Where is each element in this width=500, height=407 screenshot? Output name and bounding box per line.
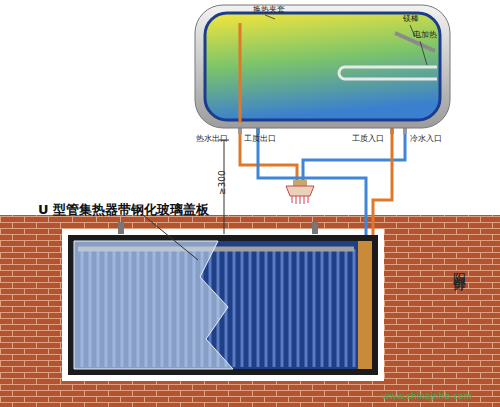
port-label: 工质出口 [244, 135, 276, 144]
port-label: 热水出口 [196, 135, 228, 144]
wall-opening [62, 229, 384, 381]
u-tube [249, 249, 252, 367]
u-tube [353, 249, 356, 367]
part-label: 电加热 [413, 31, 437, 40]
solar-collector-art [68, 235, 378, 375]
u-tube [321, 249, 324, 367]
hot-water-pipe [240, 134, 297, 182]
copper-manifold [358, 241, 372, 369]
u-tube [289, 249, 292, 367]
u-tube [265, 249, 268, 367]
u-tube [313, 249, 316, 367]
dimension-line [219, 140, 229, 234]
u-tube [241, 249, 244, 367]
part-label: 换热夹套 [253, 6, 285, 15]
callout-label: U 型管集热器带钢化玻璃盖板 [38, 203, 209, 217]
working-fluid-pipe [258, 128, 366, 235]
tank-shell [195, 5, 450, 128]
u-tube [257, 249, 260, 367]
cold-water-pipe [303, 134, 405, 182]
u-tube [281, 249, 284, 367]
watermark: www.chinajnhb.com [382, 392, 472, 402]
leader-line [143, 215, 198, 260]
u-tube [297, 249, 300, 367]
port-label: 冷水入口 [410, 135, 442, 144]
brick-wall [0, 215, 500, 407]
shower-head [286, 180, 314, 204]
area-label: 阳台部分 [452, 262, 466, 270]
working-fluid-pipe [373, 128, 392, 235]
port-label: 工质入口 [352, 135, 384, 144]
part-label: 镁棒 [403, 15, 419, 24]
storage-tank: 换热夹套镁棒电加热 [195, 5, 450, 128]
absorber-plate [74, 241, 358, 369]
leader-line [265, 15, 427, 65]
u-tube [305, 249, 308, 367]
u-tube [337, 249, 340, 367]
u-tube [233, 249, 236, 367]
hot-outlet-tube [239, 23, 242, 123]
tempered-glass [74, 241, 233, 369]
u-tube [273, 249, 276, 367]
storage-tank-art [195, 5, 450, 128]
u-tube [329, 249, 332, 367]
dimension-label: ≥300 [218, 170, 228, 195]
solar-collector: U 型管集热器带钢化玻璃盖板 [68, 235, 378, 375]
wall-hooks [118, 222, 318, 234]
u-tube [345, 249, 348, 367]
collector-frame [68, 235, 378, 375]
electric-heater [339, 67, 437, 79]
